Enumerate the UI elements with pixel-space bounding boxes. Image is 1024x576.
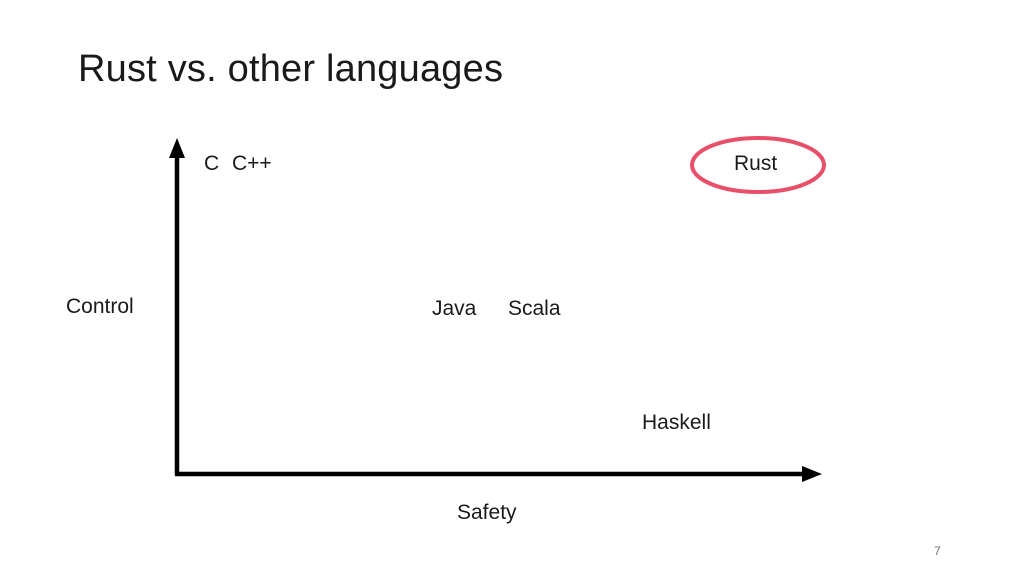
language-label-rust: Rust [734,152,778,175]
y-axis-label: Control [66,295,134,318]
language-label-haskell: Haskell [642,411,711,434]
page-number: 7 [934,544,941,558]
x-axis-label: Safety [457,501,517,524]
x-axis-arrowhead [802,466,822,482]
language-label-scala: Scala [508,297,561,320]
language-label-cpp: C++ [232,152,272,175]
slide-title: Rust vs. other languages [78,48,504,90]
rust-highlight-ring [690,136,826,194]
language-label-c: C [204,152,220,175]
y-axis-arrowhead [169,138,185,158]
language-label-java: Java [432,297,477,320]
